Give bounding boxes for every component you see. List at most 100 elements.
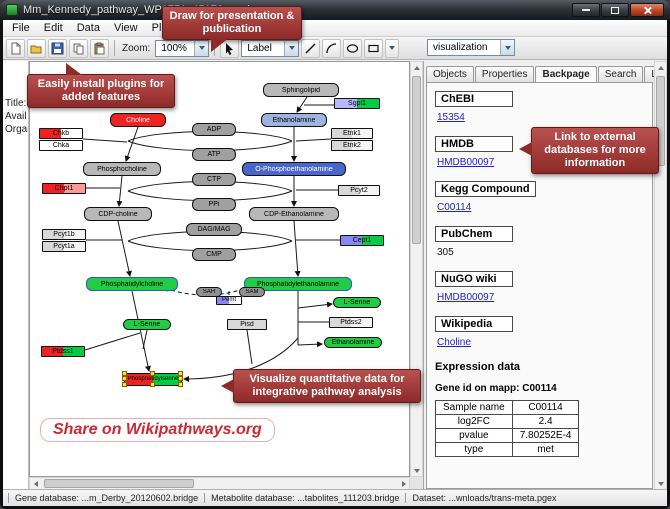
pathway-edge bbox=[293, 220, 301, 277]
selection-handle[interactable] bbox=[178, 376, 183, 381]
pathway-node-etnk1[interactable]: Etnk1 bbox=[331, 127, 373, 139]
pathway-node-sgpl1[interactable]: Sgpl1 bbox=[334, 97, 380, 109]
pathway-node-label: SAH bbox=[202, 289, 216, 295]
pathway-node-atp[interactable]: ATP bbox=[192, 147, 236, 161]
pathway-node-cmp[interactable]: CMP bbox=[192, 247, 236, 261]
pathway-node-cept1[interactable]: Cept1 bbox=[340, 234, 384, 246]
dropdown-arrow-icon[interactable] bbox=[194, 40, 209, 56]
pathway-node-sphingolipid[interactable]: Sphingolipid bbox=[263, 83, 339, 97]
pathway-node-phosphocholine[interactable]: Phosphocholine bbox=[83, 162, 161, 176]
selection-handle[interactable] bbox=[178, 381, 183, 387]
vscroll-thumb[interactable] bbox=[412, 76, 421, 244]
visualization-combo[interactable]: visualization bbox=[427, 39, 515, 56]
menu-file[interactable]: File bbox=[12, 22, 30, 34]
pathway-node-pcyt1a[interactable]: Pcyt1a bbox=[42, 240, 86, 252]
tab-objects[interactable]: Objects bbox=[426, 66, 474, 82]
app-icon bbox=[6, 4, 18, 16]
pathway-node-label: CDP-Ethanolamine bbox=[264, 210, 324, 218]
chebi-id-link[interactable]: 15354 bbox=[437, 112, 465, 123]
menu-view[interactable]: View bbox=[113, 22, 138, 34]
panel-scrollbar[interactable] bbox=[654, 61, 667, 490]
pathway-node-ptdss2[interactable]: Ptdss2 bbox=[329, 316, 373, 328]
selection-handle[interactable] bbox=[122, 376, 127, 381]
pathway-node-label: SAM bbox=[245, 289, 259, 295]
add-label-combo[interactable]: Label bbox=[241, 39, 300, 57]
tab-backpage[interactable]: Backpage bbox=[535, 66, 597, 82]
pathway-node-pemt[interactable]: Pemt bbox=[216, 295, 242, 305]
nugo-id-link[interactable]: HMDB00097 bbox=[437, 292, 495, 303]
arc-tool-icon bbox=[326, 42, 337, 53]
line-tool-button[interactable] bbox=[301, 38, 321, 58]
pathway-node-ethanolamine-bottom[interactable]: Ethanolamine bbox=[324, 336, 382, 348]
save-button[interactable] bbox=[48, 38, 67, 58]
pathway-node-choline[interactable]: Choline bbox=[110, 113, 166, 127]
scroll-down-icon[interactable] bbox=[655, 478, 666, 489]
open-button[interactable] bbox=[27, 38, 46, 58]
pathway-node-chkb[interactable]: Chkb bbox=[39, 127, 83, 139]
maximize-icon bbox=[611, 6, 619, 14]
copy-button[interactable] bbox=[69, 38, 88, 58]
pathway-node-pisd[interactable]: Pisd bbox=[227, 318, 267, 330]
gene-id-label: Gene id on mapp: C00114 bbox=[435, 383, 557, 394]
scroll-up-icon[interactable] bbox=[411, 62, 422, 73]
arc-tool-button[interactable] bbox=[322, 38, 342, 58]
callout-text: Link to external databases for more info… bbox=[544, 131, 646, 169]
menu-data[interactable]: Data bbox=[76, 22, 100, 34]
new-file-button[interactable] bbox=[6, 38, 25, 58]
hscroll-thumb[interactable] bbox=[44, 479, 194, 488]
dropdown-arrow-icon[interactable] bbox=[284, 40, 299, 56]
tab-search[interactable]: Search bbox=[597, 66, 644, 82]
pathway-node-dag-mag[interactable]: DAG/MAG bbox=[186, 222, 242, 236]
pathway-node-label: Chpt1 bbox=[54, 184, 74, 192]
tab-properties[interactable]: Properties bbox=[474, 66, 535, 82]
pathway-node-chpt1[interactable]: Chpt1 bbox=[42, 182, 86, 194]
pathway-node-label: L-Serine bbox=[343, 298, 371, 306]
pathway-node-cdp-ethanolamine[interactable]: CDP-Ethanolamine bbox=[249, 207, 339, 221]
scroll-left-icon[interactable] bbox=[30, 478, 41, 489]
wikipedia-link[interactable]: Choline bbox=[437, 337, 471, 348]
selection-handle[interactable] bbox=[178, 370, 183, 376]
callout-pointer bbox=[519, 142, 532, 156]
zoom-combo[interactable]: 100% bbox=[155, 39, 210, 57]
panel-scroll-thumb[interactable] bbox=[656, 76, 665, 166]
scroll-right-icon[interactable] bbox=[398, 478, 409, 489]
selection-handle[interactable] bbox=[150, 381, 155, 387]
pathway-node-pcyt1b[interactable]: Pcyt1b bbox=[42, 228, 86, 240]
pathway-node-chka[interactable]: Chka bbox=[39, 139, 83, 151]
selection-handle[interactable] bbox=[122, 381, 127, 387]
menu-edit[interactable]: Edit bbox=[43, 22, 63, 34]
pathway-node-etnk2[interactable]: Etnk2 bbox=[331, 139, 373, 151]
canvas-vscrollbar[interactable] bbox=[410, 61, 423, 477]
pathway-node-ethanolamine-top[interactable]: Ethanolamine bbox=[261, 113, 327, 127]
minimize-button[interactable] bbox=[572, 3, 600, 17]
pathway-node-ctp[interactable]: CTP bbox=[192, 172, 236, 186]
pathway-node-l-serine-right[interactable]: L-Serine bbox=[333, 296, 381, 308]
pathway-node-sam[interactable]: SAM bbox=[239, 287, 265, 297]
hmdb-id-link[interactable]: HMDB00097 bbox=[437, 157, 495, 168]
shapes-dropdown-button[interactable] bbox=[385, 38, 400, 58]
selection-handle[interactable] bbox=[122, 370, 127, 376]
pathway-node-pcyt2[interactable]: Pcyt2 bbox=[338, 184, 380, 196]
pathway-node-cdp-choline[interactable]: CDP-choline bbox=[84, 207, 152, 221]
dropdown-arrow-icon[interactable] bbox=[500, 40, 514, 55]
pathway-node-label: Ptdss2 bbox=[340, 318, 362, 326]
pathway-node-ptdss1[interactable]: Ptdss1 bbox=[41, 345, 85, 357]
scroll-down-icon[interactable] bbox=[411, 465, 422, 476]
selection-handle[interactable] bbox=[150, 370, 155, 376]
paste-button[interactable] bbox=[90, 38, 109, 58]
pathway-node-phosphatidylcholine[interactable]: Phosphatidylcholine bbox=[86, 277, 178, 291]
close-button[interactable] bbox=[630, 3, 664, 17]
pathway-node-l-serine-left[interactable]: L-Serine bbox=[123, 318, 171, 330]
pathway-node-ppi[interactable]: PPi bbox=[192, 197, 236, 211]
oval-tool-button[interactable] bbox=[343, 38, 363, 58]
kegg-id-link[interactable]: C00114 bbox=[437, 202, 472, 213]
pathway-node-label: Chka bbox=[52, 141, 70, 149]
scroll-up-icon[interactable] bbox=[655, 62, 666, 73]
rect-tool-button[interactable] bbox=[364, 38, 384, 58]
maximize-button[interactable] bbox=[601, 3, 629, 17]
pathway-node-label: ATP bbox=[207, 150, 221, 158]
pathway-node-phosphatidylserine[interactable]: Phosphatidylserine bbox=[122, 370, 183, 387]
pathway-node-o-phosphoethanolamine[interactable]: O-Phosphoethanolamine bbox=[242, 162, 346, 176]
pathway-node-adp[interactable]: ADP bbox=[192, 122, 236, 136]
